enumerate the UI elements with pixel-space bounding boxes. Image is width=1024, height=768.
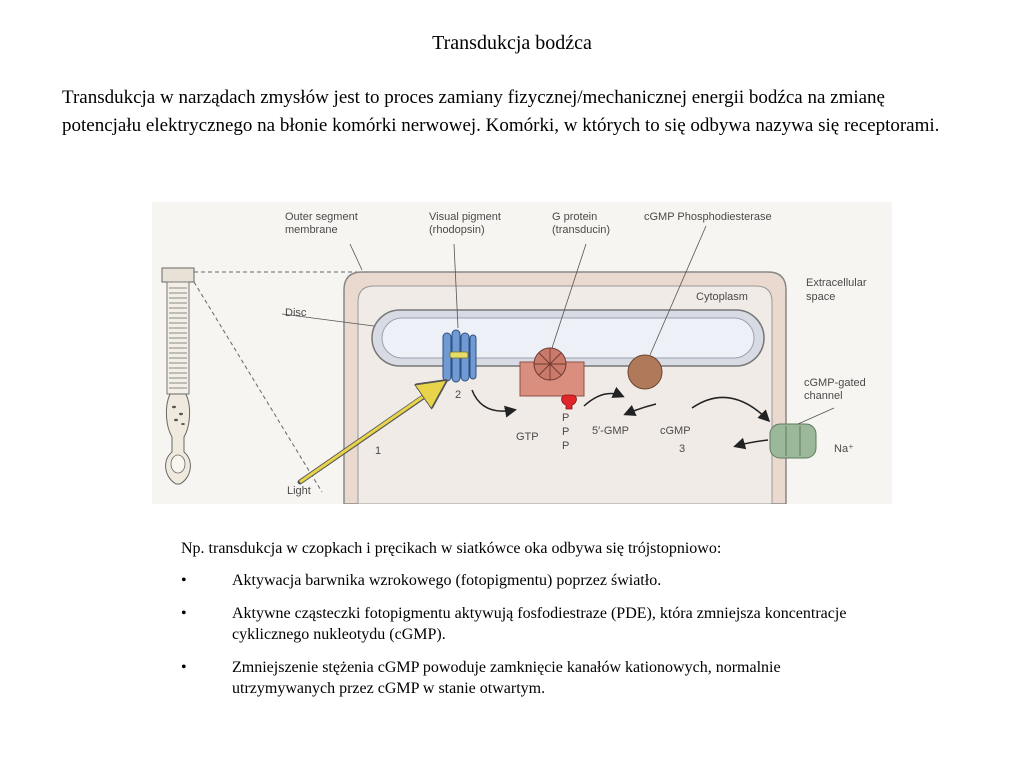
label-g-protein-2: (transducin) xyxy=(552,224,610,236)
disc-lumen xyxy=(381,317,755,359)
label-cgmp-gated-1: cGMP-gated xyxy=(804,377,866,389)
bullet-dot: • xyxy=(181,572,187,589)
label-step-2: 2 xyxy=(455,389,461,401)
zoom-line-bottom xyxy=(193,281,323,493)
label-p2: P xyxy=(562,426,569,438)
label-cgmp-gated-2: channel xyxy=(804,390,843,402)
bullet-dot: • xyxy=(181,605,187,622)
intro-paragraph: Transdukcja w narządach zmysłów jest to … xyxy=(62,87,940,136)
rhodopsin xyxy=(442,329,477,383)
light-arrow xyxy=(299,385,440,484)
label-light: Light xyxy=(287,485,311,497)
label-visual-pigment-2: (rhodopsin) xyxy=(429,224,485,236)
step-text: Zmniejszenie stężenia cGMP powoduje zamk… xyxy=(232,659,781,697)
label-outer-segment-2: membrane xyxy=(285,224,338,236)
step-item: • Zmniejszenie stężenia cGMP powoduje za… xyxy=(181,657,861,699)
slide-title: Transdukcja bodźca xyxy=(432,32,592,54)
label-step-3: 3 xyxy=(679,443,685,455)
pde-enzyme xyxy=(627,354,663,390)
leader-lines xyxy=(281,225,835,425)
label-p3: P xyxy=(562,440,569,452)
gtp-molecule xyxy=(561,394,577,410)
step-text: Aktywacja barwnika wzrokowego (fotopigme… xyxy=(232,572,662,589)
label-disc: Disc xyxy=(285,307,307,319)
label-gtp: GTP xyxy=(516,431,539,443)
steps-section: Np. transdukcja w czopkach i pręcikach w… xyxy=(181,538,861,711)
figure-svg: Outer segment membrane Visual pigment (r… xyxy=(152,202,892,504)
label-step-1: 1 xyxy=(375,445,381,457)
step-text: Aktywne cząsteczki fotopigmentu aktywują… xyxy=(232,605,847,643)
label-cytoplasm: Cytoplasm xyxy=(696,291,748,303)
label-outer-segment-1: Outer segment xyxy=(285,211,358,223)
step-item: • Aktywne cząsteczki fotopigmentu aktywu… xyxy=(181,603,861,645)
label-g-protein-1: G protein xyxy=(552,211,597,223)
step-item: • Aktywacja barwnika wzrokowego (fotopig… xyxy=(181,570,861,591)
label-visual-pigment-1: Visual pigment xyxy=(429,211,501,223)
rod-cell xyxy=(161,267,195,485)
phototransduction-figure: Outer segment membrane Visual pigment (r… xyxy=(152,202,892,504)
transducin xyxy=(533,347,567,381)
cgmp-gated-channel xyxy=(769,423,817,459)
label-cgmp-pde: cGMP Phosphodiesterase xyxy=(644,211,772,223)
label-na: Na⁺ xyxy=(834,443,854,455)
label-extracellular-1: Extracellular xyxy=(806,277,867,289)
steps-lead: Np. transdukcja w czopkach i pręcikach w… xyxy=(181,540,722,557)
label-5-gmp: 5′-GMP xyxy=(592,425,629,437)
label-extracellular-2: space xyxy=(806,291,835,303)
reaction-arrows xyxy=(471,386,771,450)
bullet-dot: • xyxy=(181,659,187,676)
label-cgmp: cGMP xyxy=(660,425,691,437)
steps-list: • Aktywacja barwnika wzrokowego (fotopig… xyxy=(181,570,861,699)
label-p1: P xyxy=(562,412,569,424)
